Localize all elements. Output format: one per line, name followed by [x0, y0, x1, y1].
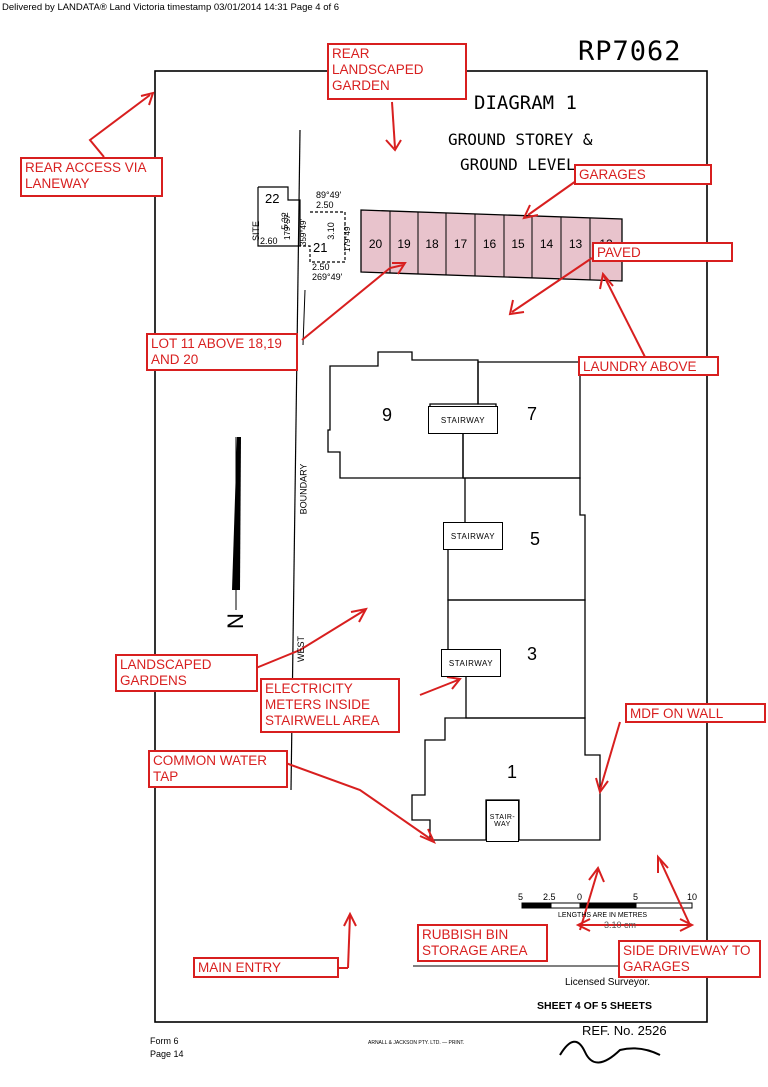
unit-7-number: 7 — [527, 404, 538, 424]
stairway-label-middle: STAIRWAY — [443, 522, 503, 550]
callout-main-entry: MAIN ENTRY — [193, 957, 339, 978]
dim-3-10: 3.10 — [325, 222, 336, 240]
lot-22-label: 22 — [265, 191, 280, 206]
stairway-label-lower: STAIRWAY — [441, 649, 501, 677]
scale-tick-5a: 5 — [518, 892, 524, 902]
lot-21-outline — [300, 211, 346, 263]
scale-bar — [521, 902, 693, 909]
stairway-label-unit1: STAIR-WAY — [486, 800, 519, 842]
bearing-top: 89°49' — [316, 190, 342, 200]
stairway-label-upper: STAIRWAY — [428, 406, 498, 434]
lot-22-outline — [257, 186, 301, 247]
unit-9-number: 9 — [382, 405, 393, 425]
diagram-subtitle-2: GROUND LEVEL — [460, 155, 576, 174]
plan-number: RP7062 — [578, 36, 682, 67]
page-label: Page 14 — [150, 1049, 184, 1059]
bearing-b: 359°49' — [298, 219, 308, 246]
garage-20: 20 — [368, 237, 383, 251]
lot-21-label: 21 — [313, 240, 328, 255]
scale-tick-0: 0 — [577, 892, 583, 902]
scale-tick-5b: 5 — [633, 892, 639, 902]
callout-lot11: LOT 11 ABOVE 18,19 AND 20 — [146, 333, 298, 371]
scale-caption: LENGTHS ARE IN METRES — [558, 912, 648, 919]
callout-side-driveway: SIDE DRIVEWAY TO GARAGES — [618, 940, 761, 978]
bearing-bottom: 269°49' — [312, 272, 343, 282]
unit-5-outline — [444, 477, 586, 601]
delivery-header: Delivered by LANDATA® Land Victoria time… — [2, 2, 340, 13]
sheet-label: SHEET 4 OF 5 SHEETS — [537, 1000, 652, 1012]
callout-rubbish: RUBBISH BIN STORAGE AREA — [417, 924, 548, 962]
garage-16: 16 — [482, 237, 497, 251]
surveyor-label: Licensed Surveyor. — [565, 977, 651, 988]
bearing-a: 179°57' — [282, 213, 292, 240]
garage-17: 17 — [453, 237, 468, 251]
unit-3-number: 3 — [527, 644, 538, 664]
callout-laundry: LAUNDRY ABOVE — [578, 356, 719, 376]
garage-15: 15 — [511, 237, 525, 251]
west-label: WEST — [296, 636, 306, 662]
unit-5-number: 5 — [530, 529, 541, 549]
north-label: N — [222, 613, 248, 629]
callout-meters: ELECTRICITY METERS INSIDE STAIRWELL AREA — [260, 678, 400, 733]
callout-paved: PAVED — [592, 242, 733, 262]
dim-2-50-top: 2.50 — [316, 200, 334, 210]
garage-19: 19 — [397, 237, 411, 251]
dim-2-50-bottom: 2.50 — [312, 262, 330, 272]
unit-1-number: 1 — [507, 762, 518, 782]
callout-rear-garden: REAR LANDSCAPED GARDEN — [327, 43, 467, 100]
diagram-title: DIAGRAM 1 — [474, 92, 577, 114]
ref-label: REF. No. 2526 — [582, 1023, 667, 1038]
diagram-subtitle-1: GROUND STOREY & — [448, 130, 593, 149]
callout-landscaped: LANDSCAPED GARDENS — [115, 654, 258, 692]
garage-14: 14 — [539, 237, 554, 251]
garage-18: 18 — [425, 237, 439, 251]
callout-rear-access: REAR ACCESS VIA LANEWAY — [20, 157, 163, 197]
scale-tick-10: 10 — [687, 892, 698, 902]
dim-2-60: 2.60 — [260, 236, 278, 246]
garage-13: 13 — [568, 237, 583, 251]
callout-mdf: MDF ON WALL — [625, 703, 766, 723]
callout-garages: GARAGES — [574, 164, 712, 185]
printer-label: ARNALL & JACKSON PTY. LTD. — PRINT. — [368, 1040, 465, 1046]
boundary-label: BOUNDARY — [298, 463, 309, 515]
bearing-c: 179°49' — [342, 225, 352, 252]
callout-water-tap: COMMON WATER TAP — [148, 750, 288, 788]
scale-tick-2-5: 2.5 — [543, 892, 556, 902]
form-label: Form 6 — [150, 1036, 179, 1046]
scale-overlay: 3.10 cm — [604, 920, 637, 930]
